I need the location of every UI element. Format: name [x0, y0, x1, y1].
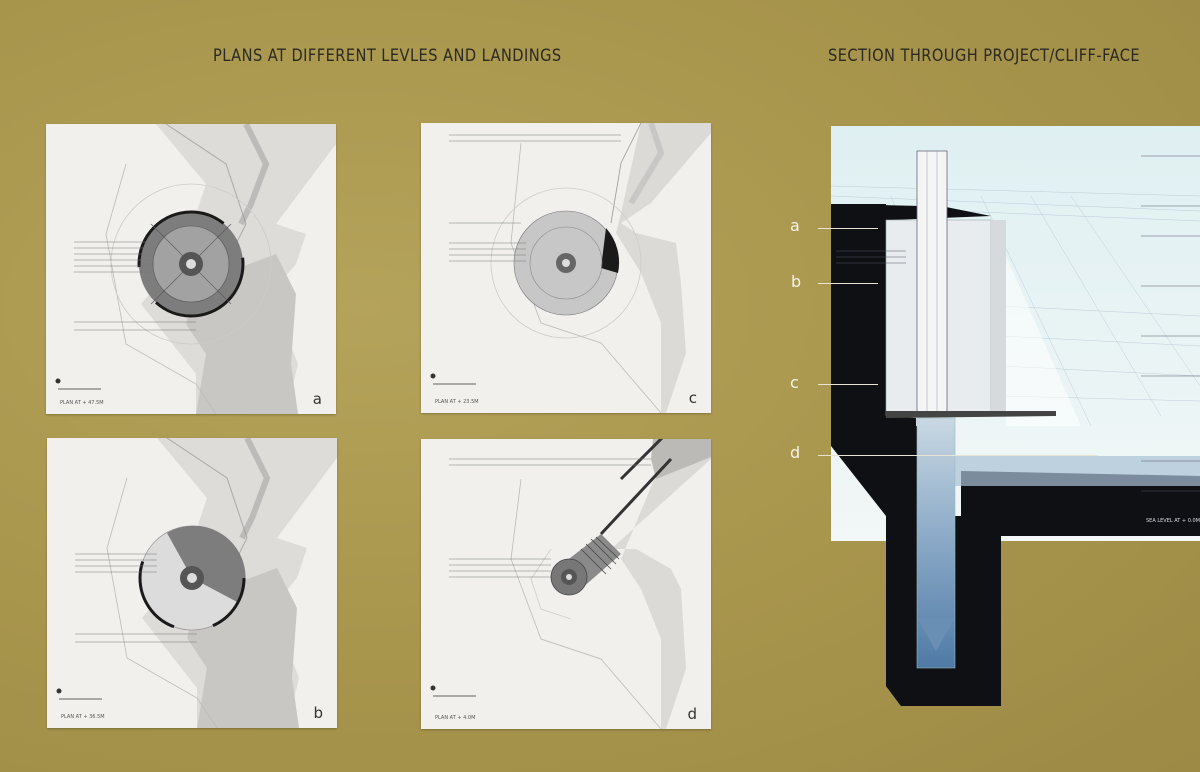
section-level-c: c	[790, 373, 799, 392]
plan-panel-d[interactable]: PLAN AT + 4.0M d	[421, 439, 711, 729]
section-level-d: d	[790, 443, 801, 462]
plan-caption: PLAN AT + 4.0M	[435, 715, 476, 721]
section-caption: SEA LEVEL AT + 0.0M	[1146, 518, 1200, 524]
plan-letter: a	[312, 390, 322, 408]
level-leader-d	[818, 455, 1098, 456]
plan-c-drawing	[430, 123, 711, 413]
plan-letter: b	[313, 704, 323, 722]
section-heading: SECTION THROUGH PROJECT/CLIFF-FACE	[828, 46, 1141, 66]
plan-letter: c	[688, 389, 697, 407]
plans-heading: PLANS AT DIFFERENT LEVLES AND LANDINGS	[213, 46, 562, 66]
plan-caption: PLAN AT + 47.5M	[60, 400, 104, 406]
plan-panel-c[interactable]: PLAN AT + 23.5M c	[421, 123, 711, 413]
plan-b-drawing	[56, 438, 337, 728]
section-level-b: b	[791, 272, 802, 291]
level-leader-a	[818, 228, 878, 229]
level-leader-c	[818, 384, 878, 385]
plan-caption: PLAN AT + 23.5M	[435, 399, 479, 405]
section-drawing	[831, 126, 1200, 706]
level-leader-b	[818, 283, 878, 284]
section-panel[interactable]	[831, 126, 1200, 706]
plan-panel-a[interactable]: PLAN AT + 47.5M a	[46, 124, 336, 414]
plan-letter: d	[687, 705, 697, 723]
plan-a-drawing	[55, 124, 336, 414]
plan-d-drawing	[430, 439, 711, 729]
plan-caption: PLAN AT + 36.5M	[61, 714, 105, 720]
plan-panel-b[interactable]: PLAN AT + 36.5M b	[47, 438, 337, 728]
section-level-a: a	[790, 216, 800, 235]
